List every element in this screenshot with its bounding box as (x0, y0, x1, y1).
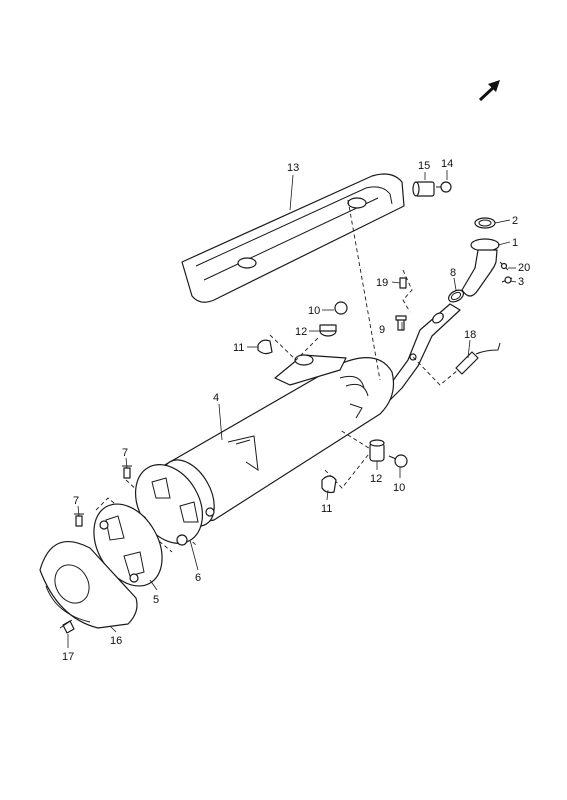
callout-labels: 13 15 14 2 1 20 3 8 19 10 12 9 11 18 4 7… (62, 158, 530, 663)
bolt-part[interactable] (436, 181, 452, 193)
callout-9[interactable]: 9 (379, 324, 385, 336)
gasket-part[interactable] (474, 217, 496, 229)
callout-11-lower[interactable]: 11 (321, 503, 332, 515)
end-cap-bracket[interactable] (80, 492, 176, 598)
callout-7-lower[interactable]: 7 (73, 495, 79, 507)
clip-part-11-upper[interactable] (257, 339, 273, 355)
callout-8[interactable]: 8 (450, 267, 456, 279)
callout-15[interactable]: 15 (418, 160, 430, 172)
plug-part-19[interactable] (399, 277, 407, 289)
callout-10-lower[interactable]: 10 (393, 482, 405, 494)
callout-18[interactable]: 18 (464, 329, 476, 341)
bolt-part-20[interactable] (499, 261, 509, 271)
callout-12-upper[interactable]: 12 (295, 326, 307, 338)
screw-part-7a[interactable] (122, 465, 132, 479)
pipe-clamp[interactable] (447, 288, 466, 305)
screw-part-17[interactable] (59, 619, 75, 634)
exhaust-pipe-flange[interactable] (461, 238, 500, 297)
heat-shield-cover[interactable] (181, 173, 405, 303)
callout-2[interactable]: 2 (512, 215, 518, 227)
bolt-part-3[interactable] (501, 276, 513, 284)
callout-11-upper[interactable]: 11 (233, 342, 244, 354)
bolt-part-10-upper[interactable] (334, 301, 348, 315)
bolt-part-10-lower[interactable] (388, 454, 408, 468)
callout-5[interactable]: 5 (153, 594, 159, 606)
callout-16[interactable]: 16 (110, 635, 122, 647)
callout-3[interactable]: 3 (518, 276, 524, 288)
callout-13[interactable]: 13 (287, 162, 299, 174)
grommet-part-12-lower[interactable] (369, 439, 385, 462)
leader-lines (67, 170, 517, 648)
direction-arrow-icon (478, 80, 500, 102)
oxygen-sensor[interactable] (455, 342, 501, 375)
callout-1[interactable]: 1 (512, 237, 518, 249)
callout-17[interactable]: 17 (62, 651, 74, 663)
callout-7-upper[interactable]: 7 (122, 447, 128, 459)
callout-12-lower[interactable]: 12 (370, 473, 382, 485)
callout-4[interactable]: 4 (213, 392, 219, 404)
clip-part-11-lower[interactable] (321, 475, 337, 494)
grommet-part-12-upper[interactable] (319, 324, 337, 337)
callout-6[interactable]: 6 (195, 572, 201, 584)
muffler-end-cap[interactable] (39, 540, 138, 629)
collar-part[interactable] (412, 181, 435, 197)
bolt-part-9[interactable] (395, 315, 407, 331)
callout-20[interactable]: 20 (518, 262, 530, 274)
callout-19[interactable]: 19 (376, 277, 388, 289)
callout-10-upper[interactable]: 10 (308, 305, 320, 317)
callout-14[interactable]: 14 (441, 158, 453, 170)
